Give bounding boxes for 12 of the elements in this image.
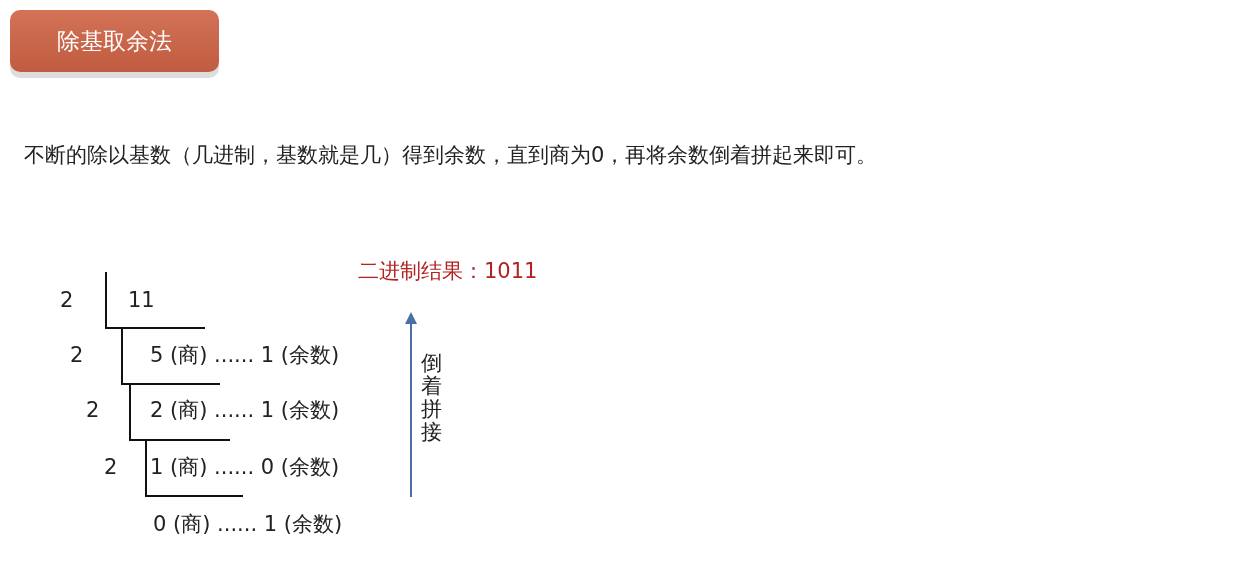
divisor-number: 2 (86, 398, 100, 424)
divisor-number: 2 (60, 288, 74, 314)
quotient-remainder-text: 5 (商) ...... 1 (余数) (150, 343, 340, 369)
instruction-text: 不断的除以基数（几进制，基数就是几）得到余数，直到商为0，再将余数倒着拼起来即可。 (24, 143, 878, 169)
divisor-number: 2 (104, 455, 118, 481)
vertical-text: 倒着拼接 (421, 352, 442, 445)
dividend-number: 11 (128, 288, 155, 314)
quotient-remainder-text: 0 (商) ...... 1 (余数) (153, 512, 343, 538)
quotient-remainder-text: 2 (商) ...... 1 (余数) (150, 398, 340, 424)
result-text: 二进制结果：1011 (358, 259, 538, 285)
divisor-number: 2 (70, 343, 84, 369)
quotient-remainder-text: 1 (商) ...... 0 (余数) (150, 455, 340, 481)
